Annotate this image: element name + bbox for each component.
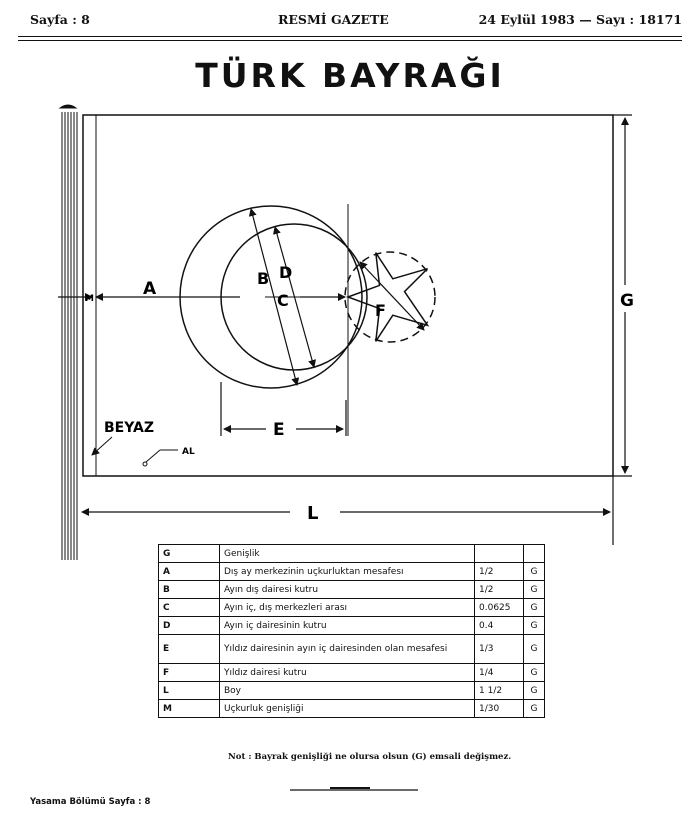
spec-key: M bbox=[158, 699, 220, 718]
dimension-f bbox=[359, 261, 425, 331]
separator-ornament bbox=[290, 787, 418, 791]
spec-value: 0.0625 bbox=[474, 598, 524, 617]
spec-unit: G bbox=[523, 598, 545, 617]
dimension-e bbox=[220, 382, 347, 436]
dimension-l bbox=[81, 476, 614, 545]
spec-value: 1/3 bbox=[474, 634, 524, 664]
label-d: D bbox=[279, 263, 292, 282]
spec-description: Genişlik bbox=[219, 544, 475, 563]
page-title: TÜRK BAYRAĞI bbox=[195, 56, 505, 95]
spec-key: C bbox=[158, 598, 220, 617]
flag-diagram: A M B D C F E G L BEYAZ AL bbox=[58, 104, 634, 560]
spec-unit: G bbox=[523, 562, 545, 581]
label-m: M bbox=[85, 294, 94, 304]
spec-key: L bbox=[158, 681, 220, 700]
spec-unit bbox=[523, 544, 545, 563]
spec-description: Dış ay merkezinin uçkurluktan mesafesı bbox=[219, 562, 475, 581]
spec-description: Ayın iç, dış merkezleri arası bbox=[219, 598, 475, 617]
flagpole bbox=[58, 104, 78, 560]
label-c: C bbox=[277, 291, 289, 310]
label-b: B bbox=[257, 269, 269, 288]
spec-unit: G bbox=[523, 634, 545, 664]
spec-key: G bbox=[158, 544, 220, 563]
label-e: E bbox=[273, 420, 285, 440]
star bbox=[344, 251, 436, 343]
spec-value: 1/30 bbox=[474, 699, 524, 718]
spec-unit: G bbox=[523, 663, 545, 682]
label-g: G bbox=[620, 291, 634, 311]
header-rule-bottom bbox=[18, 40, 682, 41]
page-number: Sayfa : 8 bbox=[30, 12, 90, 27]
spec-value: 0.4 bbox=[474, 616, 524, 635]
publication-name: RESMİ GAZETE bbox=[278, 12, 389, 27]
spec-value: 1 1/2 bbox=[474, 681, 524, 700]
spec-value: 1/4 bbox=[474, 663, 524, 682]
label-beyaz: BEYAZ bbox=[104, 420, 154, 436]
spec-description: Boy bbox=[219, 681, 475, 700]
spec-description: Uçkurluk genişliği bbox=[219, 699, 475, 718]
label-l: L bbox=[307, 503, 318, 524]
spec-unit: G bbox=[523, 699, 545, 718]
spec-unit: G bbox=[523, 681, 545, 700]
spec-description: Ayın dış dairesi kutru bbox=[219, 580, 475, 599]
spec-value bbox=[474, 544, 524, 563]
label-f: F bbox=[375, 301, 386, 320]
spec-unit: G bbox=[523, 580, 545, 599]
header-rule-top bbox=[18, 36, 682, 37]
spec-value: 1/2 bbox=[474, 562, 524, 581]
spec-value: 1/2 bbox=[474, 580, 524, 599]
note-text: Not : Bayrak genişliği ne olursa olsun (… bbox=[228, 752, 512, 762]
spec-description: Ayın iç dairesinin kutru bbox=[219, 616, 475, 635]
spec-key: E bbox=[158, 634, 220, 664]
label-a: A bbox=[143, 279, 157, 299]
al-dot bbox=[142, 461, 148, 467]
spec-unit: G bbox=[523, 616, 545, 635]
spec-key: D bbox=[158, 616, 220, 635]
footer-text: Yasama Bölümü Sayfa : 8 bbox=[30, 797, 151, 807]
spec-description: Yıldız dairesinin ayın iç dairesinden ol… bbox=[219, 634, 475, 664]
beyaz-leader bbox=[91, 436, 113, 456]
label-al: AL bbox=[182, 447, 195, 457]
spec-description: Yıldız dairesi kutru bbox=[219, 663, 475, 682]
spec-key: F bbox=[158, 663, 220, 682]
issue-date: 24 Eylül 1983 — Sayı : 18171 bbox=[478, 12, 682, 27]
spec-key: A bbox=[158, 562, 220, 581]
al-leader bbox=[145, 449, 161, 463]
dimension-g bbox=[613, 114, 632, 477]
page-header: Sayfa : 8 RESMİ GAZETE 24 Eylül 1983 — S… bbox=[30, 12, 682, 32]
spec-key: B bbox=[158, 580, 220, 599]
